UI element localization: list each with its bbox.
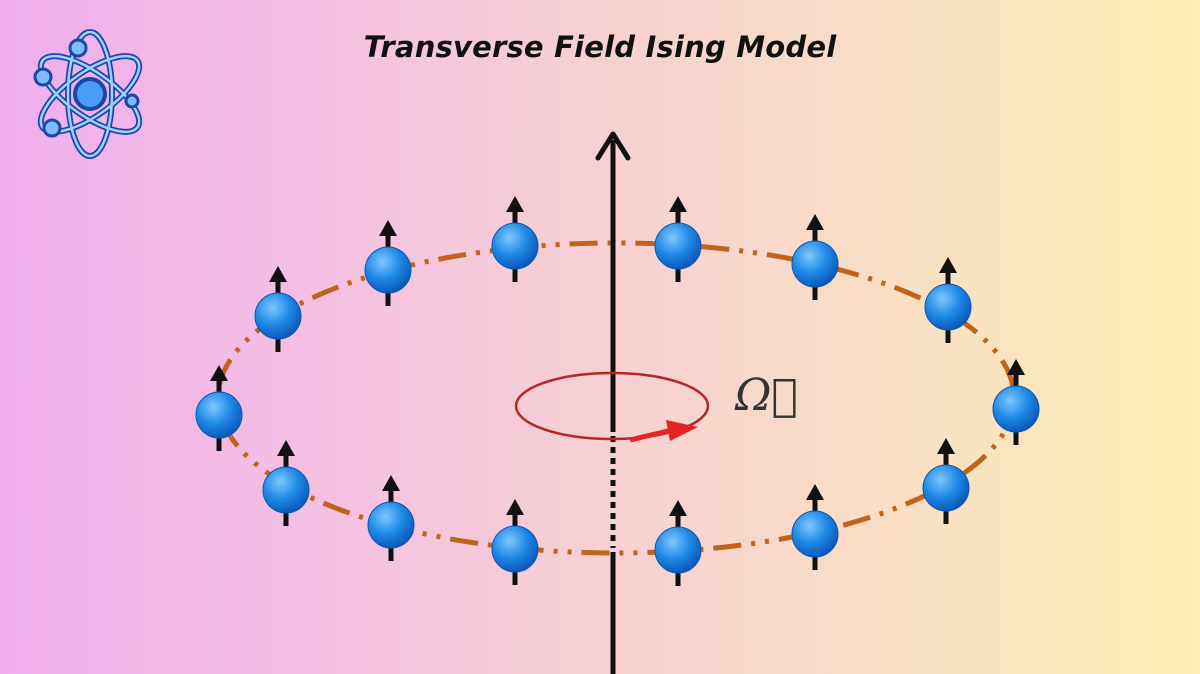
spin-ring bbox=[215, 240, 1017, 556]
rotation-arrowhead bbox=[666, 420, 698, 441]
spin-ball bbox=[262, 466, 310, 514]
spin-5 bbox=[654, 196, 702, 282]
spin-up-arrowhead bbox=[806, 484, 824, 500]
page-title: Transverse Field Ising Model bbox=[363, 30, 837, 64]
spin-ball bbox=[924, 283, 972, 331]
spin-up-arrowhead bbox=[277, 440, 295, 456]
spin-14 bbox=[262, 440, 310, 526]
spin-7 bbox=[924, 257, 972, 343]
spin-ball bbox=[654, 526, 702, 574]
spin-ball bbox=[491, 222, 539, 270]
spin-6 bbox=[791, 214, 839, 300]
spin-ball bbox=[491, 525, 539, 573]
spin-13 bbox=[367, 475, 415, 561]
atom-icon bbox=[33, 29, 143, 159]
spin-1 bbox=[195, 365, 243, 451]
spin-ball bbox=[364, 246, 412, 294]
spin-ball bbox=[791, 510, 839, 558]
spin-2 bbox=[254, 266, 302, 352]
spin-up-arrowhead bbox=[382, 475, 400, 491]
spin-up-arrowhead bbox=[269, 266, 287, 282]
spin-3 bbox=[364, 220, 412, 306]
spin-12 bbox=[491, 499, 539, 585]
spin-up-arrowhead bbox=[506, 499, 524, 515]
spin-ball bbox=[254, 292, 302, 340]
axis-arrowhead bbox=[595, 131, 631, 161]
spin-up-arrowhead bbox=[1007, 359, 1025, 375]
spin-up-arrowhead bbox=[669, 196, 687, 212]
spin-ball bbox=[992, 385, 1040, 433]
spin-4 bbox=[491, 196, 539, 282]
spin-up-arrowhead bbox=[937, 438, 955, 454]
rotation-arrow bbox=[629, 427, 673, 443]
spin-up-arrowhead bbox=[939, 257, 957, 273]
spin-ball bbox=[922, 464, 970, 512]
spin-ball bbox=[791, 240, 839, 288]
spin-up-arrowhead bbox=[669, 500, 687, 516]
spin-ball bbox=[195, 391, 243, 439]
spin-up-arrowhead bbox=[806, 214, 824, 230]
omega-label: Ω⃗ bbox=[735, 370, 798, 421]
spin-up-arrowhead bbox=[379, 220, 397, 236]
spin-9 bbox=[922, 438, 970, 524]
spin-ball bbox=[654, 222, 702, 270]
rotation-loop bbox=[514, 371, 710, 441]
spin-10 bbox=[791, 484, 839, 570]
spin-ball bbox=[367, 501, 415, 549]
spin-up-arrowhead bbox=[506, 196, 524, 212]
spin-8 bbox=[992, 359, 1040, 445]
spin-up-arrowhead bbox=[210, 365, 228, 381]
spin-11 bbox=[654, 500, 702, 586]
